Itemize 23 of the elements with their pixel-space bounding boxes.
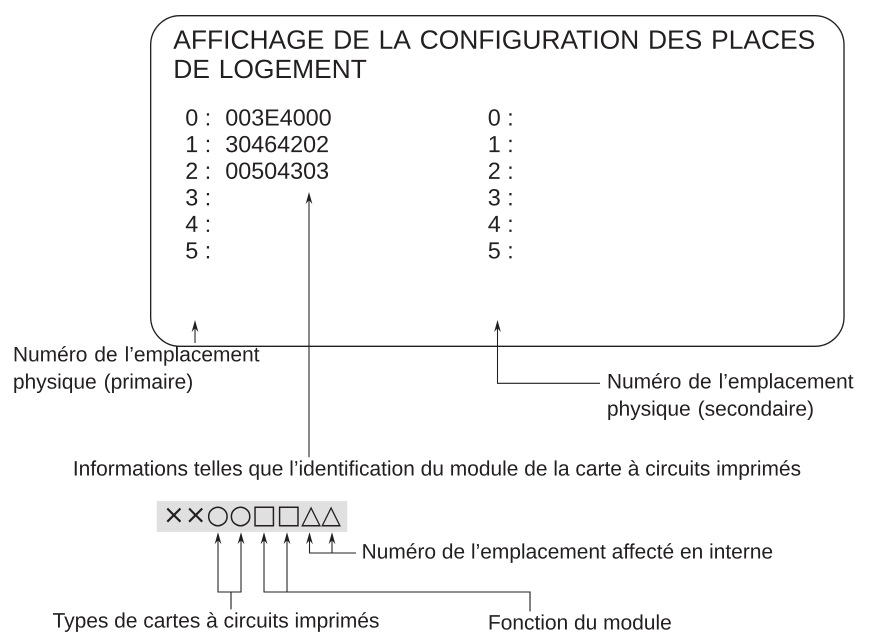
screen-text: 003E4000 xyxy=(226,109,331,126)
screen-text: 3 : xyxy=(186,189,210,206)
screen-text: 2 : xyxy=(488,162,512,179)
screen-text: 3 : xyxy=(488,189,512,206)
callout-text: Fonction du module xyxy=(490,614,671,630)
screen-text: 1 : xyxy=(490,136,512,152)
screen-text: 00504303 xyxy=(226,162,328,179)
screen-text: 0 : xyxy=(488,109,512,126)
symbol-strip: ××○○□□△△ xyxy=(156,501,348,532)
screen-text: 30464202 xyxy=(226,136,328,152)
callout-text: Numéro de l’emplacement physique (primaire) xyxy=(14,346,260,394)
screen-text: 5 : xyxy=(186,242,210,259)
screen-title: AFFICHAGE DE LA CONFIGURATION DES PLACES DE LOGEMENT xyxy=(173,30,814,78)
callout-text: Numéro de l’emplacement physique (secondaire) xyxy=(608,372,854,420)
callout-text: Types de cartes à circuits imprimés xyxy=(53,612,379,632)
callout-text: Numéro de l’emplacement affecté en interne xyxy=(363,543,772,563)
callout-text: Informations telles que l’identification du module de la carte à circuits imprimés xyxy=(74,460,800,480)
screen-text: 0 : xyxy=(186,109,210,126)
screen-text: 5 : xyxy=(488,242,512,259)
screen-text: 2 : xyxy=(186,162,210,179)
screen-text: 4 : xyxy=(488,216,512,232)
screen-text: 4 : xyxy=(186,216,210,232)
screen-text: 1 : xyxy=(187,136,210,152)
